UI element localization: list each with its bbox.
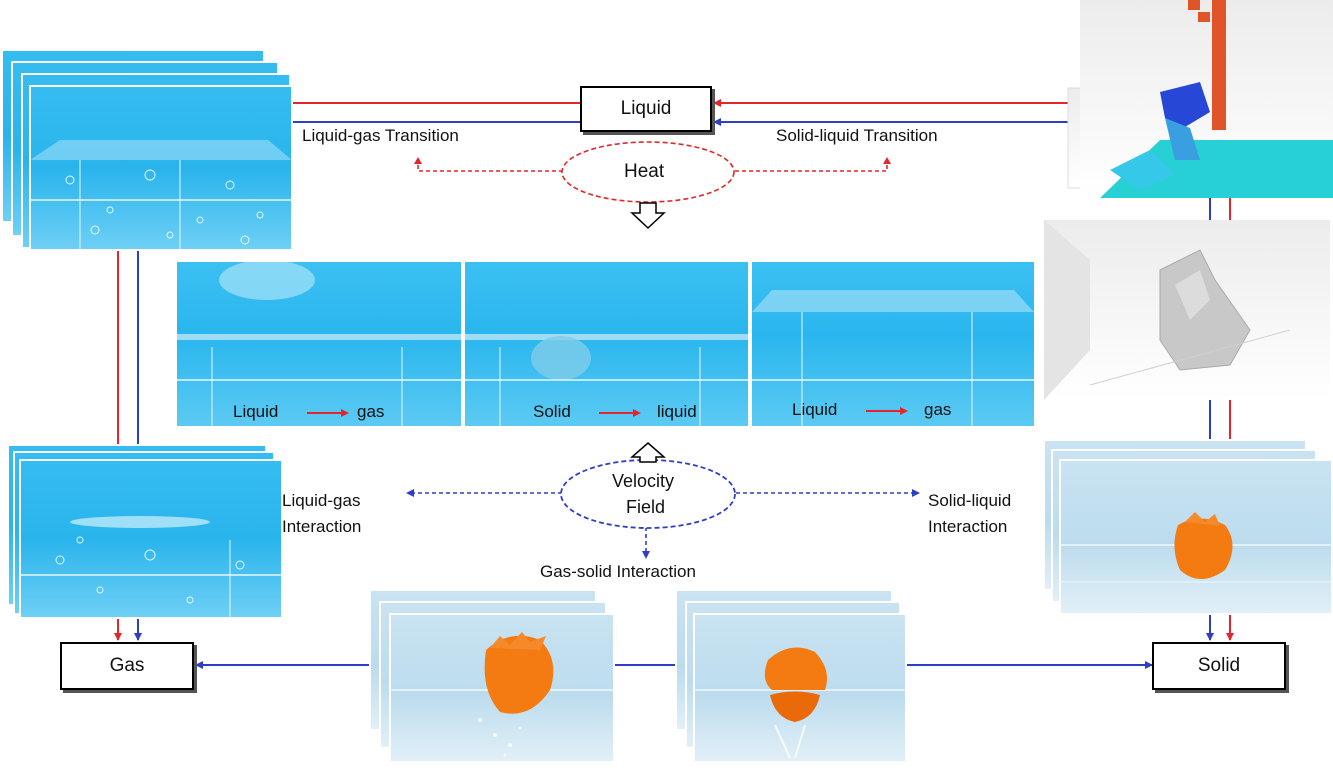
panel-2-from-label: Solid	[533, 402, 571, 421]
solid-liquid-transition-label: Solid-liquid Transition	[776, 126, 938, 145]
panel-1-to-label: gas	[357, 402, 385, 421]
panel-2-art	[465, 334, 748, 426]
panel-3-arrow-icon	[866, 407, 908, 415]
panel-3-art	[752, 290, 1034, 426]
down-hollow-arrow-icon	[630, 202, 666, 230]
solid-liquid-interaction-label-line2: Interaction	[928, 517, 1008, 536]
panel-1-from-label: Liquid	[233, 402, 279, 421]
liquid-gas-interaction-label-line2: Interaction	[282, 517, 362, 536]
panel-1-arrow-icon	[307, 409, 349, 417]
liquid-gas-image-stack	[1, 49, 293, 251]
liquid-gas-transition-label: Liquid-gas Transition	[302, 126, 459, 145]
gas-solid-image-stack-right	[675, 589, 907, 763]
liquid-node: Liquid	[580, 86, 712, 132]
velocity-connectors	[412, 492, 914, 553]
solid-liquid-image-stack	[1067, 0, 1333, 198]
liquid-gas-interaction-image-stack	[7, 444, 283, 619]
panel-1-art	[177, 262, 461, 426]
panel-liquid-to-gas-1: Liquid gas	[177, 262, 461, 426]
solid-node: Solid	[1152, 642, 1286, 690]
heat-ellipse	[561, 141, 735, 203]
heat-connectors	[417, 162, 888, 172]
panel-2-arrow-icon	[599, 409, 641, 417]
gas-solid-image-stack-left	[369, 589, 615, 763]
velocity-field-label-line2: Field	[626, 497, 666, 517]
panel-liquid-to-gas-2: Liquid gas	[752, 262, 1034, 426]
heat-label: Heat	[624, 161, 665, 182]
gas-node: Gas	[60, 642, 194, 690]
solid-liquid-interaction-image-stack	[1043, 439, 1333, 615]
panel-3-to-label: gas	[924, 400, 952, 419]
panel-3-from-label: Liquid	[792, 400, 838, 419]
solid-liquid-interaction-label-line1: Solid-liquid	[928, 491, 1012, 510]
gas-solid-interaction-label: Gas-solid Interaction	[540, 562, 696, 581]
liquid-gas-interaction-label-line1: Liquid-gas	[282, 491, 361, 510]
solid-melting-image	[1044, 220, 1330, 400]
velocity-field-label-line1: Velocity	[612, 471, 675, 491]
up-hollow-arrow-icon	[630, 442, 666, 463]
panel-solid-to-liquid: Solid liquid	[465, 262, 748, 426]
panel-2-to-label: liquid	[657, 402, 697, 421]
